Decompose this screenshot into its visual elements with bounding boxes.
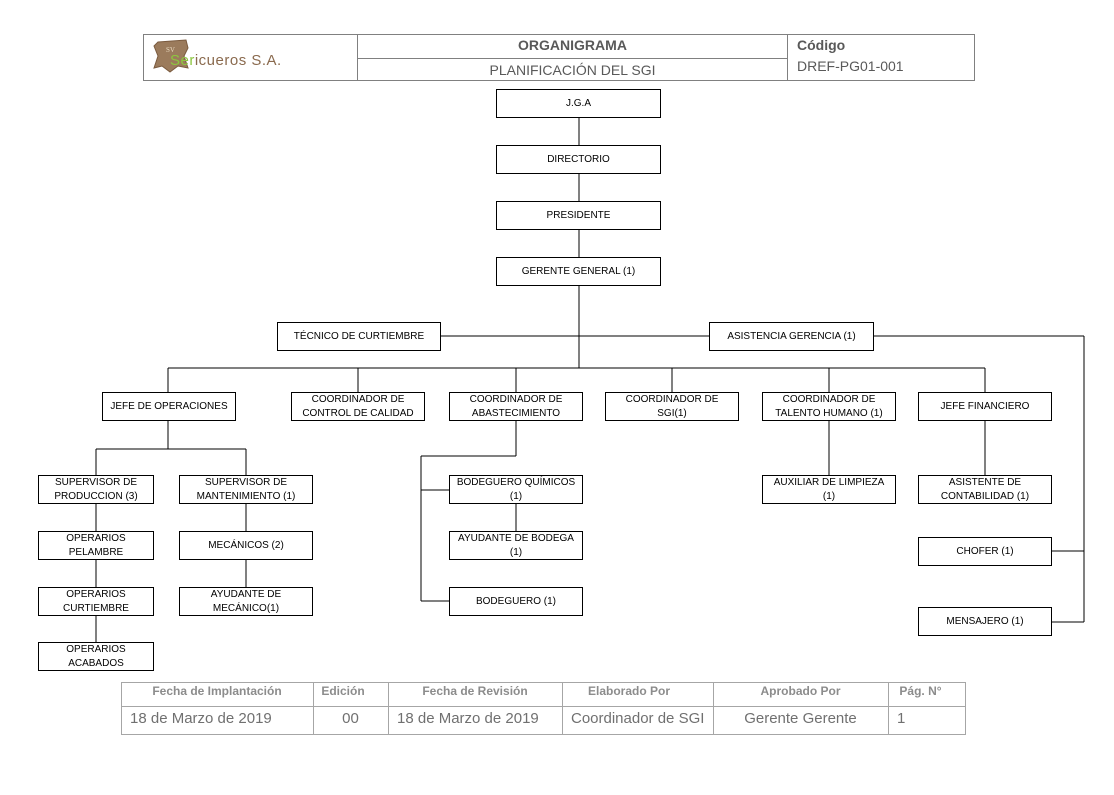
code-label: Código	[797, 37, 846, 53]
logo-text-icueros: icueros S.A.	[194, 52, 282, 69]
org-box-coord-talento: COORDINADOR DE TALENTO HUMANO (1)	[762, 392, 896, 421]
leather-hide-icon: SV	[153, 39, 189, 73]
footer-value-edicion: 00	[342, 710, 359, 727]
org-box-coord-sgi: COORDINADOR DE SGI(1)	[605, 392, 739, 421]
org-box-tecnico-curtiembre: TÉCNICO DE CURTIEMBRE	[277, 322, 441, 351]
org-box-ayudante-mecanico: AYUDANTE DE MECÁNICO(1)	[179, 587, 313, 616]
org-box-mensajero: MENSAJERO (1)	[918, 607, 1052, 636]
header-table	[143, 34, 975, 81]
footer-header-revision: Fecha de Revisión	[422, 684, 528, 698]
code-value: DREF-PG01-001	[797, 58, 904, 74]
org-box-asistente-contabilidad: ASISTENTE DE CONTABILIDAD (1)	[918, 475, 1052, 504]
org-box-directorio: DIRECTORIO	[496, 145, 661, 174]
footer-header-implantacion: Fecha de Implantación	[152, 684, 282, 698]
footer-header-pagina: Pág. N°	[899, 684, 942, 698]
header-subtitle: PLANIFICACIÓN DEL SGI	[489, 62, 656, 78]
org-box-operarios-acabados: OPERARIOS ACABADOS	[38, 642, 154, 671]
logo-text: Sericueros S.A.	[170, 52, 350, 72]
org-box-bodeguero-quimicos: BODEGUERO QUÍMICOS (1)	[449, 475, 583, 504]
org-box-coord-calidad: COORDINADOR DE CONTROL DE CALIDAD	[291, 392, 425, 421]
footer-header-elaborado: Elaborado Por	[587, 684, 670, 698]
org-box-bodeguero: BODEGUERO (1)	[449, 587, 583, 616]
org-box-jefe-financiero: JEFE FINANCIERO	[918, 392, 1052, 421]
org-box-ayudante-bodega: AYUDANTE DE BODEGA (1)	[449, 531, 583, 560]
header-title: ORGANIGRAMA	[518, 37, 627, 53]
org-box-jefe-operaciones: JEFE DE OPERACIONES	[102, 392, 236, 421]
org-box-mecanicos: MECÁNICOS (2)	[179, 531, 313, 560]
org-box-operarios-pelambre: OPERARIOS PELAMBRE	[38, 531, 154, 560]
footer-header-aprobado: Aprobado Por	[760, 684, 841, 698]
footer-value-aprobado: Gerente Gerente	[744, 710, 857, 727]
footer-value-elaborado: Coordinador de SGI	[571, 710, 705, 727]
footer-value-implantacion: 18 de Marzo de 2019	[130, 710, 272, 727]
org-box-auxiliar-limpieza: AUXILIAR DE LIMPIEZA (1)	[762, 475, 896, 504]
org-box-coord-abastecimiento: COORDINADOR DE ABASTECIMIENTO	[449, 392, 583, 421]
org-box-presidente: PRESIDENTE	[496, 201, 661, 230]
org-box-operarios-curtiembre: OPERARIOS CURTIEMBRE	[38, 587, 154, 616]
org-box-gerente-general: GERENTE GENERAL (1)	[496, 257, 661, 286]
org-box-asistencia-gerencia: ASISTENCIA GERENCIA (1)	[709, 322, 874, 351]
footer-value-revision: 18 de Marzo de 2019	[397, 710, 539, 727]
org-box-jga: J.G.A	[496, 89, 661, 118]
footer-table	[121, 682, 966, 735]
company-logo: SV Sericueros S.A.	[150, 38, 350, 78]
svg-text:SV: SV	[166, 46, 175, 54]
org-box-chofer: CHOFER (1)	[918, 537, 1052, 566]
org-box-supervisor-produccion: SUPERVISOR DE PRODUCCION (3)	[38, 475, 154, 504]
footer-header-edicion: Edición	[321, 684, 365, 698]
org-box-supervisor-mantenimiento: SUPERVISOR DE MANTENIMIENTO (1)	[179, 475, 313, 504]
footer-value-pagina: 1	[897, 710, 906, 727]
logo-text-ser: Ser	[170, 52, 195, 69]
